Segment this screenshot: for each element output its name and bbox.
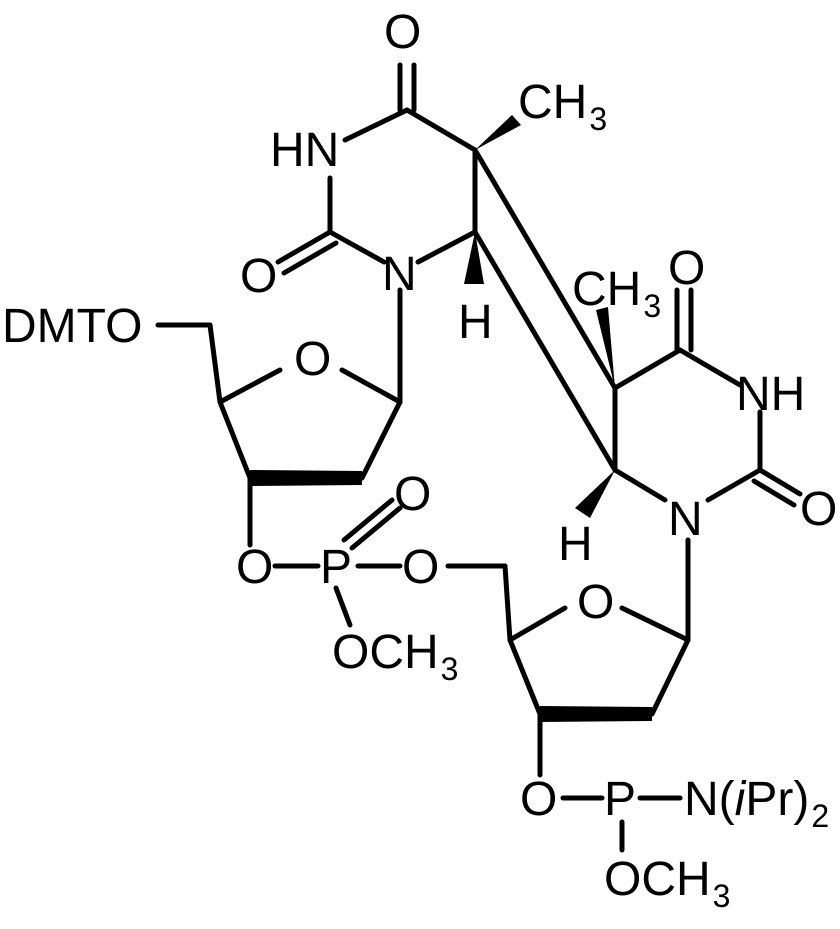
nh-lower-label: NH: [736, 368, 805, 421]
nh-upper-label: HN: [270, 124, 339, 177]
o-ester-left-label: O: [236, 541, 273, 594]
ring-o-lower-label: O: [577, 576, 614, 629]
atom-labels: O HN CH3 O N H DMTO O CH3 O NH N O H O O…: [2, 6, 837, 914]
o-lower-top-label: O: [668, 242, 705, 295]
och3-phosphoramidite-label: OCH3: [604, 853, 730, 914]
o-ester-right-label: O: [402, 541, 439, 594]
n-lower-label: N: [668, 493, 703, 546]
ch3-lower-label: CH3: [572, 263, 661, 324]
h-lower-label: H: [558, 518, 593, 571]
och3-phosphate-label: OCH3: [332, 626, 458, 687]
h-upper-label: H: [458, 296, 493, 349]
o-phosphoramidite-label: O: [520, 773, 557, 826]
ring-o-upper-label: O: [294, 333, 331, 386]
dmto-label: DMTO: [2, 300, 142, 353]
p-phosphate-label: P: [320, 541, 352, 594]
bond-lines: [155, 62, 803, 853]
sugar-bold-bond-upper: [250, 470, 362, 486]
n-diisopropyl-label: N(iPr)2: [684, 773, 829, 834]
wedge-bonds: [250, 115, 652, 722]
o-upper-left-label: O: [240, 250, 277, 303]
o-lower-right-label: O: [800, 483, 837, 536]
p-phosphoramidite-label: P: [604, 773, 636, 826]
p-double-o-label: O: [394, 468, 431, 521]
sugar-bold-bond-lower: [540, 706, 652, 722]
ch3-upper-label: CH3: [518, 76, 607, 137]
ch3-wedge-lower: [596, 307, 615, 388]
h-wedge-upper: [464, 232, 484, 284]
h-wedge-lower: [575, 470, 615, 518]
o-top-label: O: [384, 6, 421, 59]
n-upper-label: N: [382, 248, 417, 301]
ch3-wedge-upper: [475, 115, 521, 150]
